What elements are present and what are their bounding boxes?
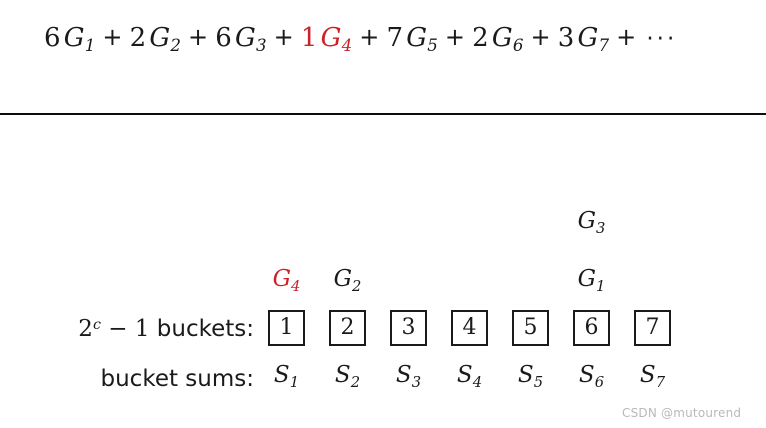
bucket-sum-2: S2 [329, 362, 366, 391]
subscript-index: 1 [84, 36, 96, 56]
sum-symbol: S2 [334, 362, 361, 391]
bucket-index-label: 1 [279, 315, 294, 340]
subscript-index: 2 [350, 373, 361, 391]
bucket-sum-4: S4 [451, 362, 488, 391]
subscript-index: 3 [411, 373, 422, 391]
sum-symbol: S1 [273, 362, 300, 391]
bucket-tag-G1: G1 [573, 266, 610, 295]
bucket-sum-5: S5 [512, 362, 549, 391]
bucket-sums-row-label: bucket sums: [28, 366, 255, 392]
subscript-index: 2 [170, 36, 181, 56]
subscript-index: 4 [291, 277, 301, 295]
subscript-index: 4 [341, 36, 353, 56]
ellipsis: ··· [646, 26, 678, 52]
subscript-index: 7 [655, 373, 666, 391]
bucket-index-label: 5 [523, 315, 538, 340]
bucket-tag-G3: G3 [573, 208, 610, 237]
subscript-index: 1 [289, 373, 300, 391]
plus-operator: + [273, 23, 294, 51]
bucket-sum-3: S3 [390, 362, 427, 391]
term-generator: G4 [320, 23, 353, 56]
bucket-index-label: 2 [340, 315, 355, 340]
section-divider [0, 113, 766, 115]
plus-operator: + [102, 23, 123, 51]
sum-symbol: S5 [517, 362, 544, 391]
bucket-box-5[interactable]: 5 [512, 310, 549, 346]
tag-generator: G3 [577, 208, 606, 237]
subscript-index: 6 [512, 36, 524, 56]
subscript-index: 4 [472, 373, 483, 391]
subscript-index: 3 [255, 36, 267, 56]
plus-operator: + [187, 23, 209, 51]
subscript-index: 7 [598, 36, 610, 56]
plus-operator: + [359, 23, 380, 51]
bucket-index-label: 6 [584, 315, 599, 340]
bucket-box-4[interactable]: 4 [451, 310, 488, 346]
term-coefficient: 7 [386, 23, 404, 53]
bucket-tag-G2: G2 [329, 266, 366, 295]
tag-generator: G4 [272, 266, 301, 295]
term-generator: G2 [149, 23, 181, 56]
term-coefficient: 2 [129, 23, 147, 53]
bucket-sum-6: S6 [573, 362, 610, 391]
subscript-index: 2 [352, 277, 362, 295]
bucket-sum-7: S7 [634, 362, 671, 391]
bucket-index-label: 7 [645, 315, 660, 340]
buckets-word: buckets: [149, 316, 254, 342]
bucket-box-7[interactable]: 7 [634, 310, 671, 346]
subscript-index: 5 [427, 36, 438, 56]
bucket-box-6[interactable]: 6 [573, 310, 610, 346]
subscript-index: 6 [594, 373, 605, 391]
term-coefficient: 3 [557, 23, 575, 53]
buckets-row-label: 2c − 1 buckets: [28, 316, 254, 342]
tag-generator: G1 [577, 266, 606, 295]
bucket-box-3[interactable]: 3 [390, 310, 427, 346]
sum-symbol: S6 [578, 362, 605, 391]
bucket-sums-word: bucket sums: [100, 366, 255, 392]
term-generator: G3 [235, 23, 267, 56]
term-generator: G5 [406, 23, 438, 56]
sum-symbol: S7 [639, 362, 666, 391]
bucket-box-1[interactable]: 1 [268, 310, 305, 346]
term-generator: G7 [577, 23, 610, 56]
term-coefficient: 1 [300, 23, 318, 53]
sum-symbol: S3 [395, 362, 422, 391]
tag-generator: G2 [333, 266, 362, 295]
subscript-index: 1 [596, 277, 606, 295]
sum-symbol: S4 [456, 362, 483, 391]
term-generator: G1 [63, 23, 96, 56]
term-coefficient: 2 [472, 23, 489, 53]
bucket-box-2[interactable]: 2 [329, 310, 366, 346]
watermark: CSDN @mutourend [622, 406, 742, 420]
term-coefficient: 6 [215, 23, 232, 53]
plus-operator: + [444, 23, 466, 51]
exponent-c: c [92, 316, 101, 333]
plus-operator: + [616, 23, 637, 51]
term-generator: G6 [491, 23, 524, 56]
bucket-tag-G4: G4 [268, 266, 305, 295]
subscript-index: 5 [533, 373, 544, 391]
buckets-count-expression: 2c − 1 [78, 316, 150, 342]
bucket-index-label: 3 [401, 315, 416, 340]
plus-operator: + [530, 23, 551, 51]
subscript-index: 3 [596, 219, 606, 237]
term-coefficient: 6 [44, 23, 61, 53]
bucket-index-label: 4 [462, 315, 477, 340]
bucket-sum-1: S1 [268, 362, 305, 391]
